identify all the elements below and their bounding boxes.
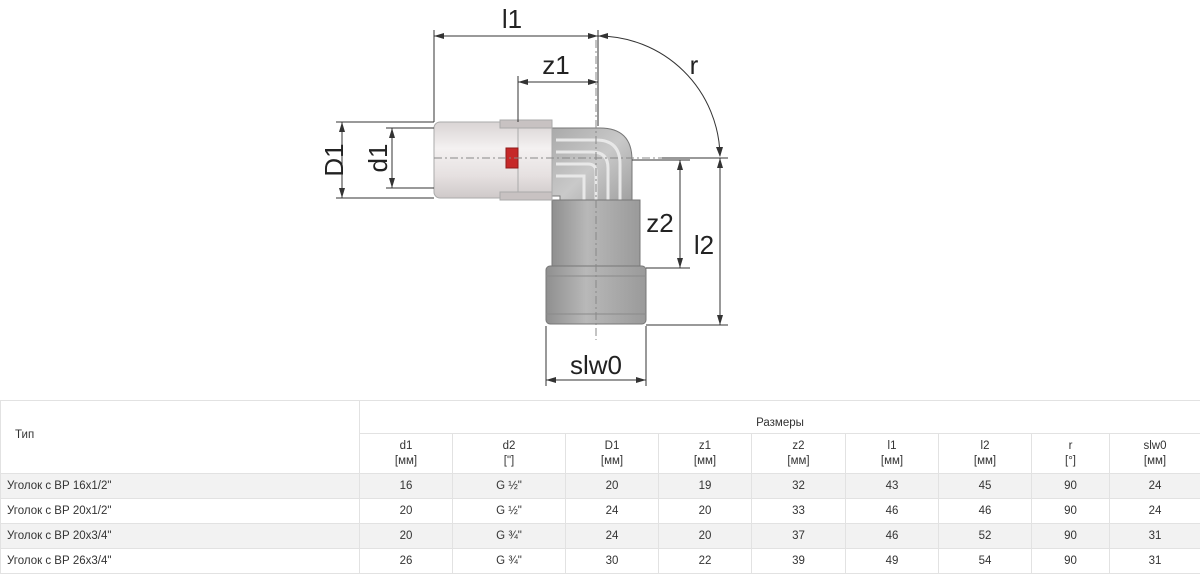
cell-r: 90 (1032, 474, 1110, 499)
cell-l2: 52 (939, 524, 1032, 549)
product-name: Уголок с ВР 20x1/2" (1, 499, 360, 524)
cell-slw0: 31 (1110, 524, 1200, 549)
cell-z2: 39 (752, 549, 846, 574)
column-unit: [мм] (566, 454, 658, 469)
cell-z1: 20 (659, 499, 752, 524)
column-unit: [мм] (659, 454, 751, 469)
column-name: d1 (360, 439, 452, 454)
type-header: Тип (1, 401, 360, 474)
label-d1: d1 (363, 144, 393, 173)
label-l1: l1 (502, 4, 522, 34)
cell-l1: 46 (846, 499, 939, 524)
column-name: slw0 (1110, 439, 1200, 454)
cell-z2: 33 (752, 499, 846, 524)
column-unit: ["] (453, 454, 565, 469)
cell-z1: 19 (659, 474, 752, 499)
column-unit: [мм] (360, 454, 452, 469)
product-name: Уголок с ВР 20x3/4" (1, 524, 360, 549)
column-unit: [мм] (939, 454, 1031, 469)
cell-z2: 32 (752, 474, 846, 499)
label-r: r (690, 50, 699, 80)
label-l2: l2 (694, 230, 714, 260)
column-header-d2: d2["] (453, 434, 566, 474)
column-name: z2 (752, 439, 845, 454)
cell-d2: G ¾" (453, 549, 566, 574)
cell-slw0: 24 (1110, 499, 1200, 524)
column-header-d1: D1[мм] (566, 434, 659, 474)
column-unit: [°] (1032, 454, 1109, 469)
fitting-body (434, 120, 646, 324)
dimension-l2: l2 (646, 158, 728, 325)
cell-d1: 24 (566, 524, 659, 549)
label-z2: z2 (646, 208, 673, 238)
cell-l1: 43 (846, 474, 939, 499)
dimension-d1: d1 (363, 128, 434, 188)
cell-d1: 16 (360, 474, 453, 499)
label-D1: D1 (319, 143, 349, 176)
column-name: l1 (846, 439, 938, 454)
column-header-r: r[°] (1032, 434, 1110, 474)
dimensions-header: Размеры (360, 401, 1200, 434)
cell-l2: 54 (939, 549, 1032, 574)
cell-l2: 46 (939, 499, 1032, 524)
cell-r: 90 (1032, 549, 1110, 574)
cell-d2: G ¾" (453, 524, 566, 549)
cell-l2: 45 (939, 474, 1032, 499)
cell-l1: 49 (846, 549, 939, 574)
column-header-d1: d1[мм] (360, 434, 453, 474)
cell-slw0: 31 (1110, 549, 1200, 574)
column-name: D1 (566, 439, 658, 454)
product-name: Уголок с ВР 26x3/4" (1, 549, 360, 574)
column-name: z1 (659, 439, 751, 454)
column-name: l2 (939, 439, 1031, 454)
dimension-z1: z1 (518, 50, 598, 122)
cell-d1: 26 (360, 549, 453, 574)
cell-d1: 24 (566, 499, 659, 524)
dimension-l1: l1 (434, 4, 598, 126)
cell-slw0: 24 (1110, 474, 1200, 499)
column-name: d2 (453, 439, 565, 454)
label-z1: z1 (542, 50, 569, 80)
column-header-l1: l1[мм] (846, 434, 939, 474)
product-name: Уголок с ВР 16x1/2" (1, 474, 360, 499)
spec-table: Тип Размеры d1[мм]d2["]D1[мм]z1[мм]z2[мм… (0, 400, 1200, 574)
column-unit: [мм] (1110, 454, 1200, 469)
cell-d1: 30 (566, 549, 659, 574)
dimension-z2: z2 (632, 160, 690, 268)
cell-z1: 20 (659, 524, 752, 549)
cell-d1: 20 (360, 524, 453, 549)
label-slw0: slw0 (570, 350, 622, 380)
cell-l1: 46 (846, 524, 939, 549)
column-header-z2: z2[мм] (752, 434, 846, 474)
fitting-drawing: l1 z1 r D1 d1 z2 (0, 0, 1200, 400)
column-header-slw0: slw0[мм] (1110, 434, 1200, 474)
cell-r: 90 (1032, 524, 1110, 549)
column-unit: [мм] (752, 454, 845, 469)
cell-z1: 22 (659, 549, 752, 574)
cell-d2: G ½" (453, 474, 566, 499)
cell-d1: 20 (360, 499, 453, 524)
column-header-z1: z1[мм] (659, 434, 752, 474)
column-header-l2: l2[мм] (939, 434, 1032, 474)
cell-r: 90 (1032, 499, 1110, 524)
column-unit: [мм] (846, 454, 938, 469)
cell-d1: 20 (566, 474, 659, 499)
column-name: r (1032, 439, 1109, 454)
cell-d2: G ½" (453, 499, 566, 524)
cell-z2: 37 (752, 524, 846, 549)
